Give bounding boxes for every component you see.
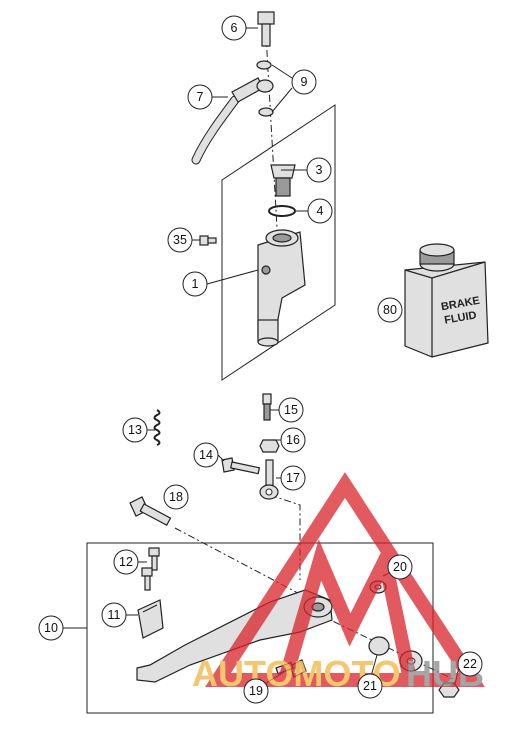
callout-22: 22 (457, 651, 483, 677)
svg-text:4: 4 (317, 204, 324, 218)
washer-parts (256, 60, 274, 117)
callout-9: 9 (291, 69, 317, 95)
svg-text:10: 10 (44, 621, 58, 635)
svg-text:15: 15 (284, 403, 298, 417)
callout-7: 7 (187, 84, 213, 110)
callout-19: 19 (243, 678, 269, 704)
banjo-bolt-part (257, 11, 275, 47)
callout-3: 3 (306, 157, 332, 183)
svg-text:19: 19 (249, 684, 263, 698)
callout-18: 18 (163, 484, 189, 510)
leader-lines (63, 27, 460, 689)
o-ring-part (268, 205, 296, 217)
svg-text:7: 7 (197, 90, 204, 104)
watermark-logo-icon (205, 472, 485, 687)
svg-text:17: 17 (286, 471, 300, 485)
svg-text:16: 16 (286, 433, 300, 447)
bolt-part (221, 457, 261, 475)
callout-14: 14 (193, 442, 219, 468)
svg-text:20: 20 (393, 560, 407, 574)
callout-1: 1 (182, 271, 208, 297)
master-cylinder-part (257, 229, 306, 347)
callout-11: 11 (101, 602, 127, 628)
screw-part (199, 235, 217, 246)
svg-text:11: 11 (108, 608, 121, 622)
brake-hose-part (191, 77, 274, 165)
svg-text:21: 21 (363, 679, 377, 693)
nut-part (259, 439, 280, 453)
pushrod-part (259, 459, 279, 500)
callout-10: 10 (38, 615, 64, 641)
axis-bushing (319, 614, 456, 681)
bleeder-valve-part (262, 393, 272, 421)
small-screw-parts (141, 547, 160, 591)
callout-12: 12 (113, 549, 139, 575)
svg-text:80: 80 (383, 303, 397, 317)
svg-text:18: 18 (169, 490, 183, 504)
clip-part (137, 599, 164, 639)
callout-6: 6 (221, 15, 247, 41)
svg-text:35: 35 (173, 233, 187, 247)
svg-text:13: 13 (128, 423, 142, 437)
long-bolt-part (129, 496, 172, 526)
brake-fluid-label-line2: FLUID (443, 309, 477, 326)
callout-16: 16 (280, 427, 306, 453)
callout-20: 20 (387, 554, 413, 580)
callout-13: 13 (122, 417, 148, 443)
svg-text:1: 1 (192, 277, 199, 291)
callout-17: 17 (280, 465, 306, 491)
spring-part (153, 409, 161, 446)
axis-banjo-bolt (265, 34, 279, 246)
callout-80: 80 (377, 297, 403, 323)
callout-15: 15 (278, 397, 304, 423)
plug-part (270, 164, 296, 197)
callout-4: 4 (307, 198, 333, 224)
callout-35: 35 (167, 227, 193, 253)
svg-text:3: 3 (316, 163, 323, 177)
brake-fluid-bottle-part: BRAKE FLUID (404, 243, 489, 358)
master-cylinder-group-frame (221, 104, 336, 381)
svg-text:22: 22 (463, 657, 477, 671)
svg-text:12: 12 (119, 555, 133, 569)
callouts: 6 9 7 3 4 35 1 80 15 13 16 14 17 18 12 2… (38, 15, 483, 704)
svg-text:9: 9 (301, 75, 308, 89)
callout-21: 21 (357, 673, 383, 699)
svg-text:14: 14 (199, 448, 213, 462)
svg-text:6: 6 (231, 21, 238, 35)
automotohub-watermark: AUTOMOTO HUB (192, 472, 485, 694)
